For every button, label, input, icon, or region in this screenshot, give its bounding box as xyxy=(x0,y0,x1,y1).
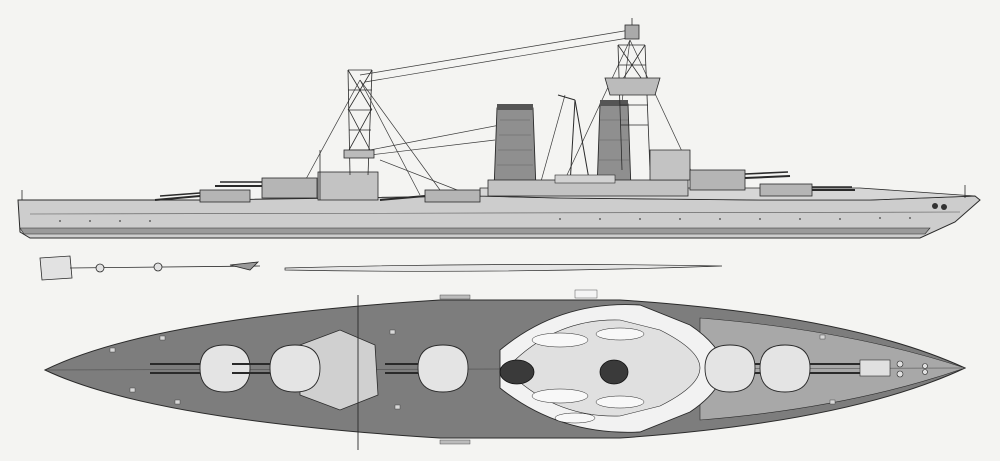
turret-y-plan xyxy=(150,344,251,393)
aft-superstructure xyxy=(317,171,379,201)
turret-a-plan xyxy=(759,344,860,393)
turret-y-profile xyxy=(154,189,251,203)
forecastle-deck xyxy=(699,317,966,421)
turret-q-profile xyxy=(379,189,481,203)
turret-a-profile xyxy=(759,183,855,197)
bow-fittings xyxy=(859,359,928,378)
ships-boats xyxy=(531,327,645,424)
anchor-icon xyxy=(932,203,947,210)
armour-belt-line xyxy=(29,211,961,215)
aft-superstructure-plan xyxy=(299,329,379,411)
keel-line xyxy=(284,264,723,272)
funnel-aft xyxy=(493,104,537,191)
waterline-band xyxy=(19,227,931,235)
plan-view xyxy=(43,289,967,450)
stern-gear xyxy=(39,255,261,281)
boat-crane xyxy=(557,94,591,186)
profile-view xyxy=(17,18,981,281)
turret-x-profile xyxy=(215,177,318,199)
funnel-aft-top xyxy=(499,359,535,385)
deck-fittings xyxy=(109,289,836,445)
turret-b-profile xyxy=(689,169,791,191)
turret-q-plan xyxy=(385,344,469,393)
portholes xyxy=(59,217,911,222)
aft-mast xyxy=(343,69,375,176)
turret-x-plan xyxy=(232,344,321,393)
bridge xyxy=(649,149,691,181)
fore-mast xyxy=(604,18,661,171)
funnel-fore-top xyxy=(599,359,629,385)
boat-deck xyxy=(554,174,616,184)
